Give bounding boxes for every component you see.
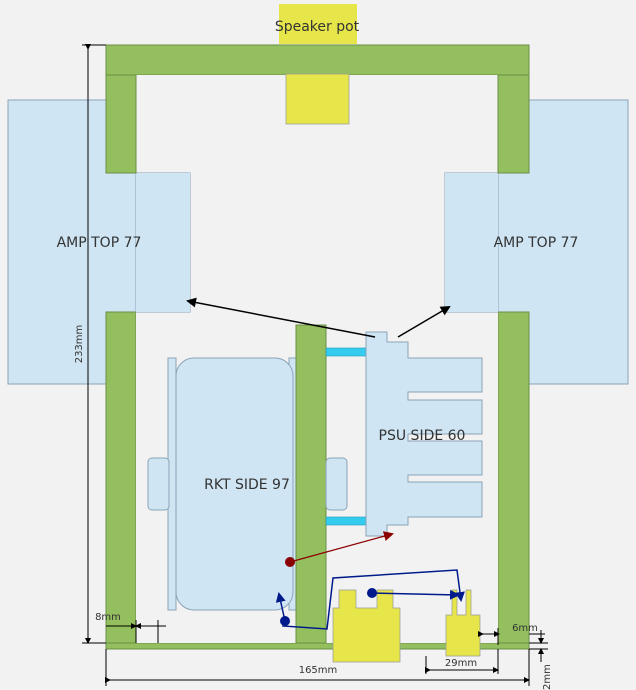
arrow-to-amp-left xyxy=(186,297,376,338)
dim-conn-label: 29mm xyxy=(445,658,477,669)
psu-left-tab xyxy=(325,457,348,511)
frame-left-upper-top xyxy=(105,74,137,174)
arrow-to-amp-right xyxy=(397,305,451,338)
speaker-pot-label: Speaker pot xyxy=(275,19,360,35)
cyan-bar-bottom xyxy=(325,516,367,526)
wire-blue-inner xyxy=(371,589,460,600)
speaker-pot-label-box xyxy=(279,4,357,44)
amp-left-label: AMP TOP 77 xyxy=(57,235,142,251)
speaker-pot-body-top xyxy=(285,73,350,125)
dim-width-label: 165mm xyxy=(299,665,338,676)
blue-dot-right xyxy=(367,588,377,598)
frame-right-upper-top xyxy=(497,74,530,174)
frame-left-lower xyxy=(105,311,137,645)
red-dot xyxy=(285,557,295,567)
dim-wall-label: 8mm xyxy=(95,612,121,623)
rkt-body xyxy=(175,357,294,611)
dim-gap-label: 6mm xyxy=(512,623,538,634)
frame-top xyxy=(105,44,530,76)
amp-right-fill xyxy=(445,173,498,312)
arrow-red xyxy=(289,531,394,563)
frame-right-lower xyxy=(497,311,530,645)
psu-heatsink xyxy=(365,331,483,537)
frame-center-pillar xyxy=(295,324,327,644)
rkt-left-tab xyxy=(147,457,170,511)
psu-label: PSU SIDE 60 xyxy=(379,428,466,444)
amp-left-fill xyxy=(136,173,190,312)
dim-height-label: 233mm xyxy=(74,325,85,364)
dim-bottom-label: 2mm xyxy=(542,664,553,690)
cyan-bar-top xyxy=(325,347,367,357)
blue-dot-left xyxy=(280,616,290,626)
connector-left xyxy=(332,589,401,663)
rkt-label: RKT SIDE 97 xyxy=(204,477,290,493)
amp-right-label: AMP TOP 77 xyxy=(494,235,579,251)
